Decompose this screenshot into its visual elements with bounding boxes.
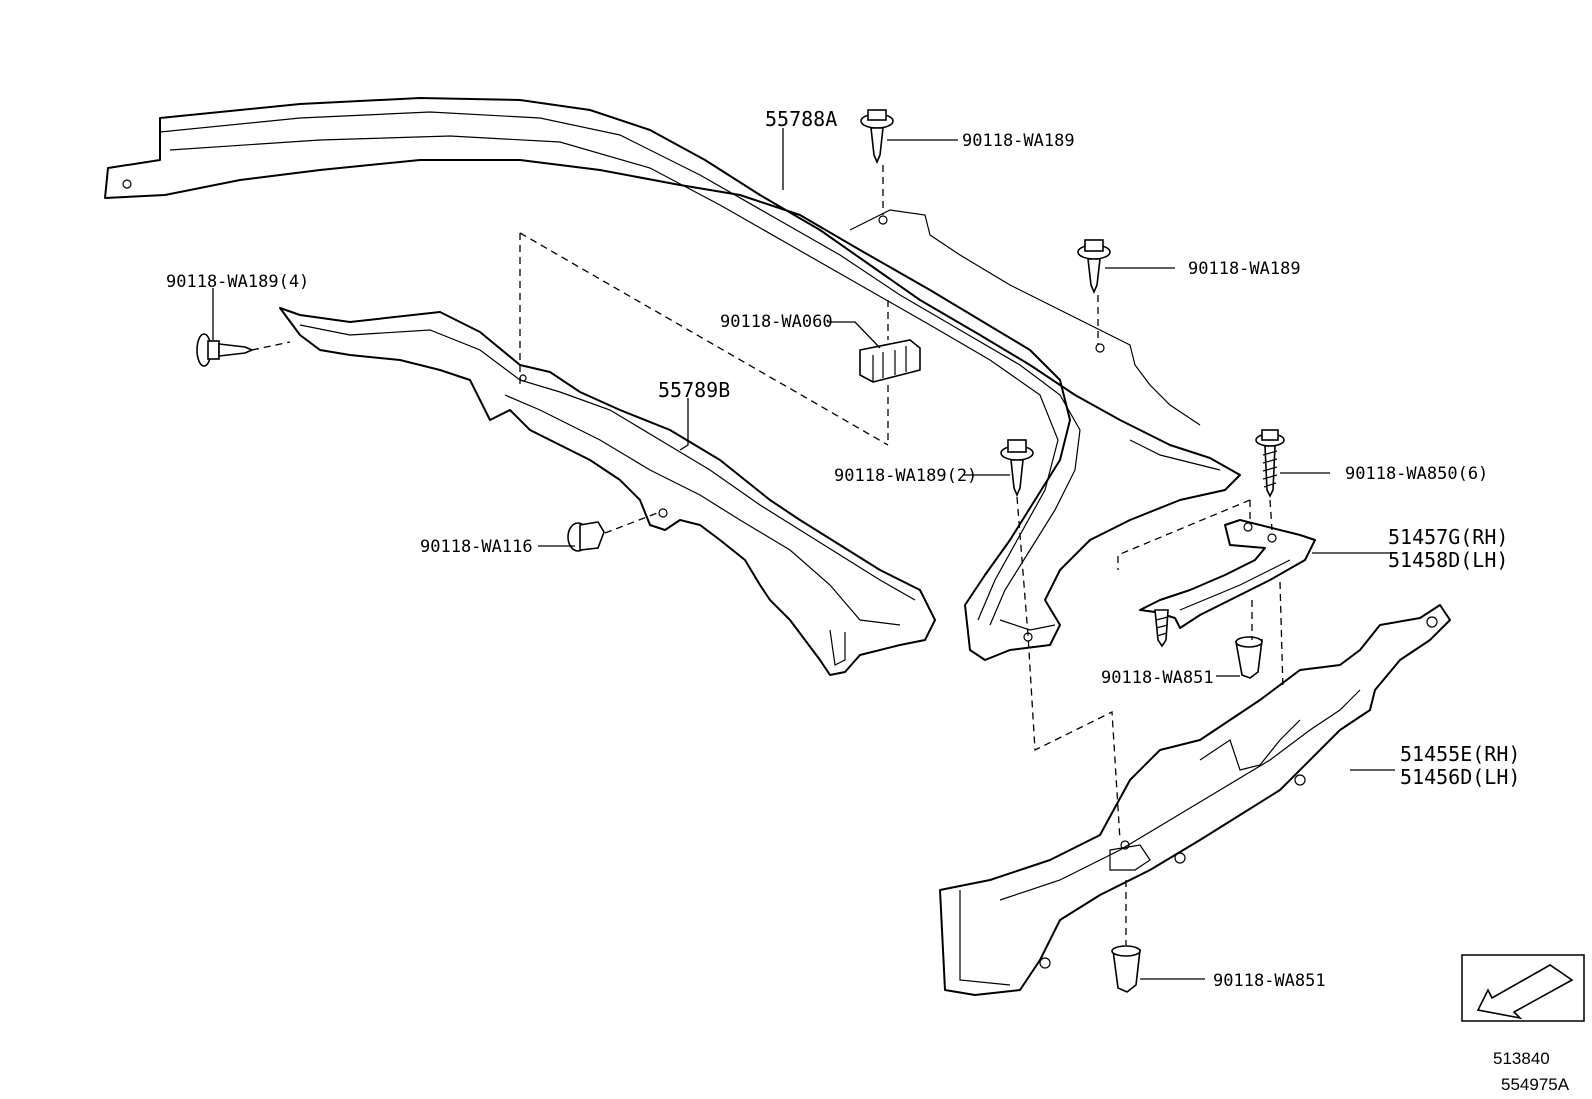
figure-number-1: 513840 [1493,1049,1550,1068]
label-55788a: 55788A [765,107,837,131]
assembly-lines [251,165,1284,945]
bolt-wa189-4-icon [196,333,255,367]
label-55789b: 55789B [658,378,730,402]
label-wa851-bot: 90118-WA851 [1213,971,1326,991]
leader-lines [212,128,1395,980]
label-51456d: 51456D(LH) [1400,765,1520,789]
bolt-wa189-right-icon [1077,239,1111,295]
label-51458d: 51458D(LH) [1388,548,1508,572]
nut-wa851-bot-icon [1111,945,1141,993]
screw-wa850-icon [1255,429,1285,498]
label-51457g: 51457G(RH) [1388,525,1508,549]
part-55788a [104,97,1241,661]
label-wa189-right: 90118-WA189 [1188,259,1301,279]
nut-wa851-mid-icon [1235,636,1263,679]
bolt-wa189-top-icon [860,109,894,165]
clip-wa060-icon [859,339,921,383]
part-55789b [279,307,936,676]
bolt-wa189-2-icon [1000,439,1034,498]
label-wa850-6: 90118-WA850(6) [1345,464,1488,484]
screw-wa850-lower-icon [1154,609,1169,648]
label-wa189-4: 90118-WA189(4) [166,272,309,292]
figure-number-2: 554975A [1501,1075,1570,1094]
inset-box [1461,954,1585,1022]
part-51455e-51456d [939,604,1451,996]
nut-wa116-icon [567,521,605,552]
label-wa851-mid: 90118-WA851 [1101,668,1214,688]
label-wa189-top: 90118-WA189 [962,131,1075,151]
label-51455e: 51455E(RH) [1400,742,1520,766]
direction-arrow-icon [1476,964,1574,1020]
label-wa189-2: 90118-WA189(2) [834,466,977,486]
label-wa116: 90118-WA116 [420,537,533,557]
label-wa060: 90118-WA060 [720,312,833,332]
part-51457g-51458d [1139,519,1316,629]
